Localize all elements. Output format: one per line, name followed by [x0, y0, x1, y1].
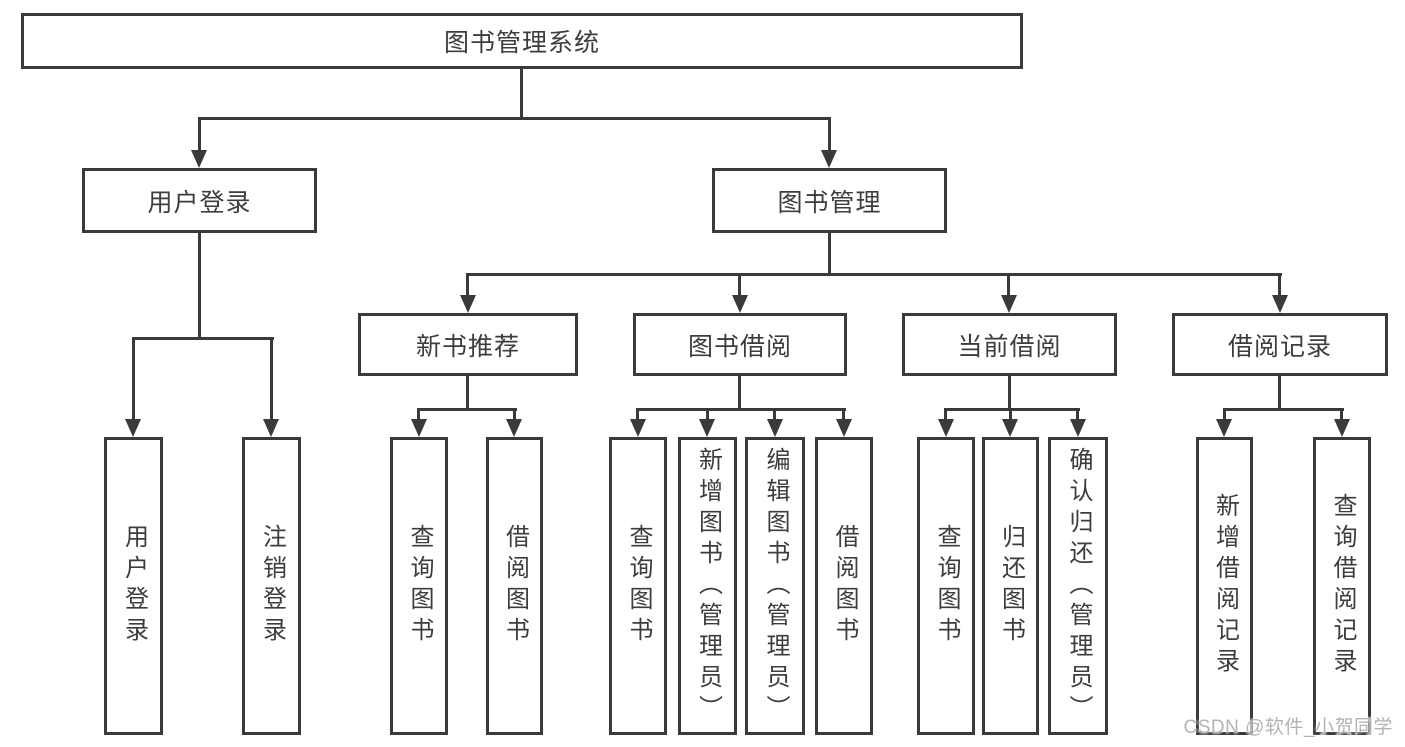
- connector-shaft: [1278, 273, 1281, 297]
- leaf-label: 编辑图书（管理员）: [762, 446, 789, 726]
- leaf-edit-books-admin: 编辑图书（管理员）: [745, 437, 805, 735]
- leaf-query-books-recommend: 查询图书: [390, 437, 448, 735]
- leaf-label: 借阅图书: [831, 524, 858, 648]
- arrow-down-icon: [836, 419, 852, 437]
- connector-shaft: [706, 408, 709, 421]
- node-root: 图书管理系统: [21, 13, 1023, 69]
- connector-shaft: [1076, 408, 1079, 421]
- leaf-add-borrow-record: 新增借阅记录: [1196, 437, 1253, 735]
- leaf-query-borrow-record: 查询借阅记录: [1313, 437, 1371, 735]
- connector-new-book-stem: [466, 376, 469, 410]
- arrow-down-icon: [1216, 419, 1232, 437]
- arrow-down-icon: [1070, 419, 1086, 437]
- connector-shaft: [417, 408, 420, 421]
- node-borrow-records: 借阅记录: [1172, 313, 1388, 376]
- arrow-down-icon: [506, 419, 522, 437]
- arrow-down-icon: [1001, 295, 1017, 313]
- connector-current-borrow-rail: [944, 408, 1080, 411]
- connector-shaft: [132, 337, 135, 421]
- connector-book-management-rail: [466, 273, 1282, 276]
- connector-borrow-records-rail: [1223, 408, 1344, 411]
- leaf-add-books-admin: 新增图书（管理员）: [678, 437, 737, 735]
- leaf-borrow-books-recommend: 借阅图书: [486, 437, 543, 735]
- connector-book-management-stem: [828, 233, 831, 276]
- leaf-label: 新增图书（管理员）: [694, 446, 722, 726]
- node-current-borrow-label: 当前借阅: [957, 332, 1062, 361]
- connector-root-stem: [520, 69, 523, 117]
- leaf-confirm-return-admin: 确认归还（管理员）: [1048, 437, 1108, 735]
- arrow-down-icon: [938, 419, 954, 437]
- connector-shaft: [198, 117, 201, 153]
- leaf-user-login: 用户登录: [104, 437, 163, 735]
- leaf-label: 查询图书: [406, 524, 433, 648]
- leaf-logout: 注销登录: [242, 437, 301, 735]
- leaf-borrow-books: 借阅图书: [815, 437, 873, 735]
- node-user-login: 用户登录: [82, 168, 317, 233]
- leaf-label: 新增借阅记录: [1211, 493, 1239, 679]
- node-current-borrow: 当前借阅: [902, 313, 1117, 376]
- leaf-label: 用户登录: [120, 524, 148, 648]
- leaf-label: 查询借阅记录: [1329, 493, 1356, 679]
- arrow-down-icon: [767, 419, 783, 437]
- arrow-down-icon: [1334, 419, 1350, 437]
- connector-shaft: [773, 408, 776, 421]
- leaf-label: 注销登录: [258, 524, 286, 648]
- node-borrow-records-label: 借阅记录: [1227, 332, 1332, 361]
- arrow-down-icon: [732, 295, 748, 313]
- node-new-book-recommend-label: 新书推荐: [415, 332, 520, 361]
- csdn-watermark: CSDN @软件_小贺同学: [1183, 717, 1393, 738]
- connector-shaft: [738, 273, 741, 297]
- connector-shaft: [1340, 408, 1343, 421]
- node-new-book-recommend: 新书推荐: [358, 313, 578, 376]
- arrow-down-icon: [821, 150, 837, 168]
- connector-shaft: [842, 408, 845, 421]
- arrow-down-icon: [1272, 295, 1288, 313]
- leaf-label: 查询图书: [625, 524, 652, 648]
- connector-borrow-records-stem: [1278, 376, 1281, 410]
- connector-book-borrow-rail: [636, 408, 846, 411]
- node-book-management-label: 图书管理: [777, 188, 882, 217]
- node-root-label: 图书管理系统: [443, 29, 600, 57]
- connector-shaft: [944, 408, 947, 421]
- connector-shaft: [270, 337, 273, 421]
- connector-shaft: [636, 408, 639, 421]
- connector-root-rail: [198, 117, 831, 120]
- leaf-label: 确认归还（管理员）: [1065, 446, 1092, 726]
- connector-user-login-stem: [198, 233, 201, 337]
- connector-current-borrow-stem: [1008, 376, 1011, 410]
- leaf-label: 查询图书: [933, 524, 960, 648]
- connector-shaft: [1223, 408, 1226, 421]
- connector-shaft: [1009, 408, 1012, 421]
- node-book-borrow-label: 图书借阅: [687, 332, 792, 361]
- connector-shaft: [466, 273, 469, 297]
- connector-new-book-rail: [417, 408, 517, 411]
- leaf-label: 借阅图书: [501, 524, 529, 648]
- leaf-query-books-borrow: 查询图书: [609, 437, 667, 735]
- arrow-down-icon: [411, 419, 427, 437]
- arrow-down-icon: [263, 419, 279, 437]
- arrow-down-icon: [460, 295, 476, 313]
- leaf-return-books: 归还图书: [982, 437, 1039, 735]
- node-user-login-label: 用户登录: [147, 188, 252, 217]
- leaf-label: 归还图书: [997, 524, 1025, 648]
- connector-shaft: [1007, 273, 1010, 297]
- arrow-down-icon: [191, 150, 207, 168]
- connector-book-borrow-stem: [738, 376, 741, 410]
- node-book-borrow: 图书借阅: [633, 313, 847, 376]
- arrow-down-icon: [630, 419, 646, 437]
- arrow-down-icon: [1002, 419, 1018, 437]
- connector-shaft: [513, 408, 516, 421]
- arrow-down-icon: [125, 419, 141, 437]
- connector-user-login-rail: [132, 337, 274, 340]
- arrow-down-icon: [699, 419, 715, 437]
- leaf-query-books-current: 查询图书: [917, 437, 975, 735]
- node-book-management: 图书管理: [712, 168, 947, 233]
- connector-shaft: [828, 117, 831, 153]
